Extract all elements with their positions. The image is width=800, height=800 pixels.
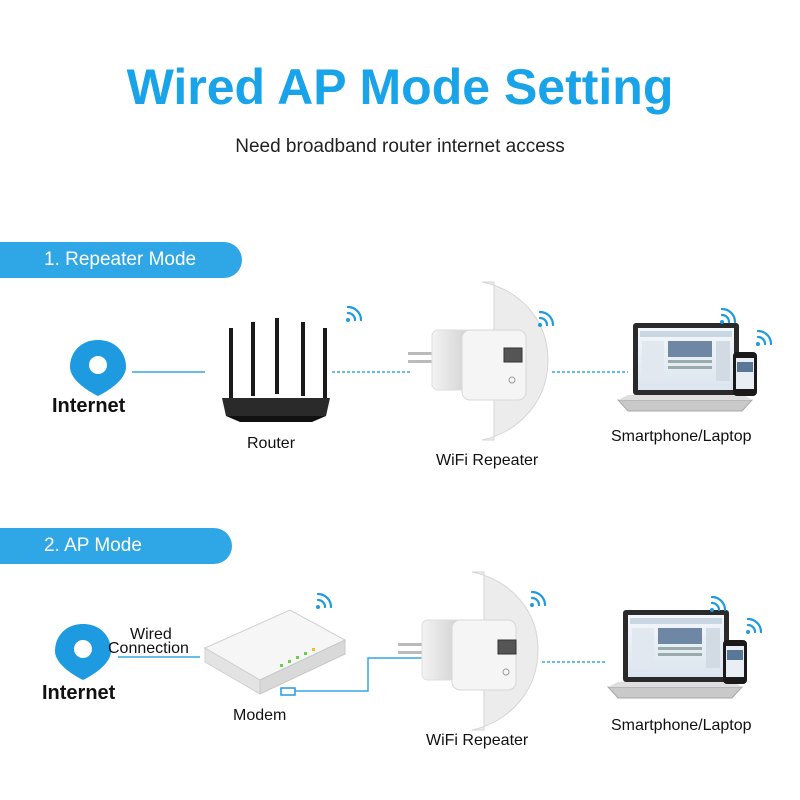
section-badge-repeater-mode: 1. Repeater Mode: [0, 242, 242, 278]
wifi-signal-icon: [756, 329, 773, 346]
smartphone-icon: [733, 352, 757, 396]
smartphone-icon: [723, 640, 747, 684]
router-icon: [222, 318, 330, 422]
wired-connection-label-line1: Wired: [130, 626, 172, 643]
section-badge-ap-mode: 2. AP Mode: [0, 528, 232, 564]
wifi-signal-icon: [346, 305, 363, 322]
wifi-signal-icon: [746, 617, 763, 634]
internet-label: Internet: [42, 682, 116, 704]
wifi-repeater-label: WiFi Repeater: [436, 452, 539, 469]
wifi-signal-icon: [720, 307, 737, 324]
clients-label: Smartphone/Laptop: [611, 428, 752, 445]
location-pin-icon-2: [55, 624, 111, 680]
wifi-signal-icon: [538, 310, 555, 327]
page-subtitle: Need broadband router internet access: [235, 136, 565, 157]
wifi-signal-icon: [316, 592, 333, 609]
wifi-repeater-label: WiFi Repeater: [426, 732, 529, 749]
modem-label: Modem: [233, 707, 287, 724]
wired-connection-label-line2: Connection: [108, 640, 189, 657]
internet-label: Internet: [52, 395, 126, 417]
wifi-signal-icon: [710, 595, 727, 612]
location-pin-icon-1: [70, 340, 126, 396]
wifi-repeater-icon: [408, 281, 549, 441]
router-label: Router: [247, 435, 296, 452]
page-title: Wired AP Mode Setting: [126, 59, 674, 115]
wifi-signal-icon: [530, 590, 547, 607]
laptop-icon: [606, 610, 744, 699]
laptop-icon: [616, 323, 754, 412]
clients-label: Smartphone/Laptop: [611, 717, 752, 734]
wifi-repeater-icon: [398, 571, 539, 731]
modem-icon: [203, 609, 347, 695]
